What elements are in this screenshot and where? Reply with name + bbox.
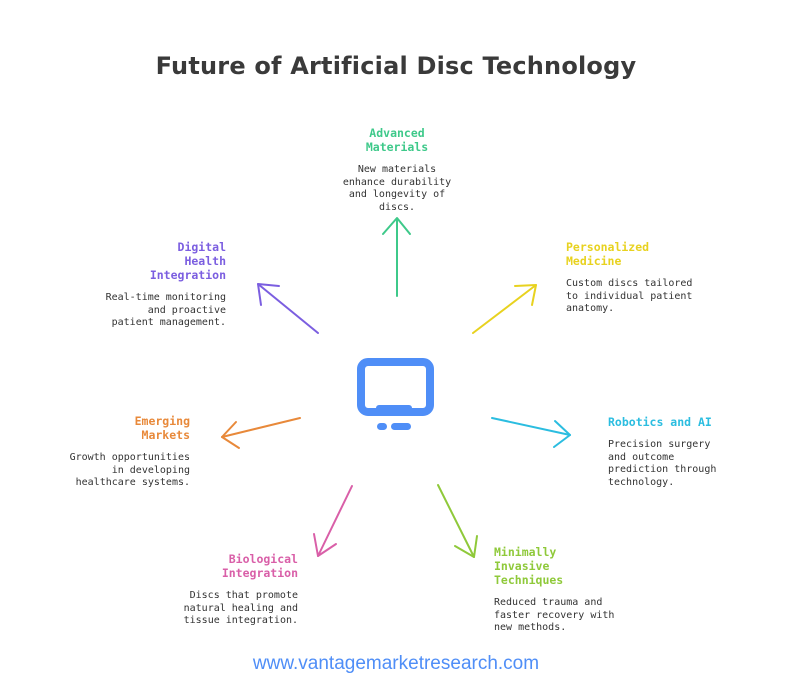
desc-line: to individual patient [566, 290, 693, 302]
desc-line: Discs that promote [189, 590, 298, 601]
desc-line: anatomy. [566, 303, 615, 314]
arrow-robotics [491, 417, 571, 448]
node-description: Real-time monitoring and proactive patie… [70, 292, 226, 330]
node-title: Minimally Invasive Techniques [494, 545, 564, 587]
desc-line: prediction through [608, 464, 717, 475]
node-title: Advanced Materials [365, 126, 429, 154]
footer-url[interactable]: www.vantagemarketresearch.com [252, 653, 540, 674]
node-personalized-medicine: Personalized Medicine Custom discs tailo… [566, 240, 726, 316]
node-description: Reduced trauma and faster recovery with … [494, 597, 654, 635]
node-title: Digital Health Integration [149, 240, 226, 282]
desc-line: tissue integration. [183, 615, 298, 626]
monitor-icon [357, 358, 434, 430]
node-title: Robotics and AI [608, 415, 712, 429]
arrow-emerging [221, 417, 301, 449]
desc-line: in developing [111, 464, 190, 476]
desc-line: healthcare systems. [75, 477, 190, 488]
desc-line: natural healing and [183, 602, 298, 614]
arrow-biological [313, 485, 353, 557]
desc-line: and proactive [147, 304, 226, 316]
desc-line: new methods. [494, 622, 567, 633]
desc-line: Real-time monitoring [105, 292, 226, 303]
node-emerging-markets: Emerging Markets Growth opportunities in… [40, 414, 190, 490]
desc-line: New materials [357, 164, 437, 175]
node-description: New materials enhance durability and lon… [324, 164, 470, 214]
node-title: Emerging Markets [134, 414, 190, 442]
page-title: Future of Artificial Disc Technology [155, 52, 637, 80]
desc-line: Reduced trauma and [494, 597, 603, 608]
desc-line: patient management. [111, 317, 226, 328]
node-title: Biological Integration [221, 552, 298, 580]
node-description: Growth opportunities in developing healt… [40, 452, 190, 490]
node-minimally-invasive: Minimally Invasive Techniques Reduced tr… [494, 545, 654, 635]
node-biological-integration: Biological Integration Discs that promot… [140, 552, 298, 628]
node-advanced-materials: Advanced Materials New materials enhance… [324, 126, 470, 214]
node-description: Custom discs tailored to individual pati… [566, 278, 726, 316]
desc-line: and longevity of [348, 189, 446, 200]
desc-line: faster recovery with [494, 609, 615, 621]
desc-line: Custom discs tailored [566, 278, 693, 289]
arrow-minimally [437, 484, 478, 558]
desc-line: Growth opportunities [69, 452, 190, 463]
desc-line: Precision surgery [608, 439, 711, 450]
arrow-personalized [472, 284, 537, 334]
node-description: Discs that promote natural healing and t… [140, 590, 298, 628]
desc-line: enhance durability [342, 176, 452, 188]
arrow-digital [257, 283, 319, 334]
node-robotics-ai: Robotics and AI Precision surgery and ou… [608, 415, 758, 489]
node-digital-health: Digital Health Integration Real-time mon… [70, 240, 226, 330]
arrow-advanced [382, 217, 411, 297]
desc-line: discs. [378, 201, 416, 213]
desc-line: technology. [608, 476, 675, 488]
desc-line: and outcome [608, 451, 675, 463]
node-title: Personalized Medicine [566, 240, 650, 268]
node-description: Precision surgery and outcome prediction… [608, 439, 758, 489]
